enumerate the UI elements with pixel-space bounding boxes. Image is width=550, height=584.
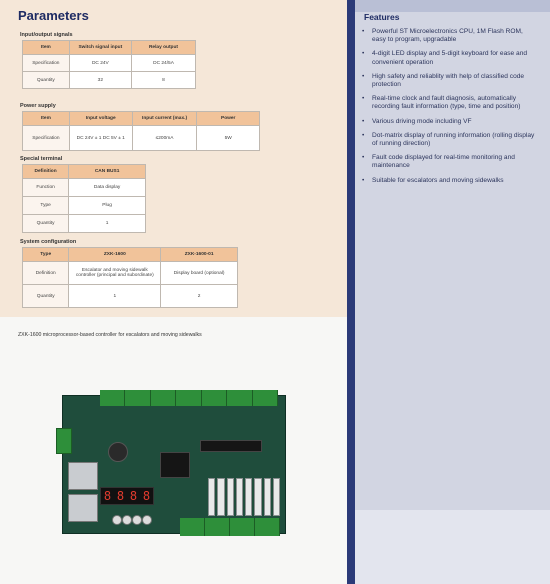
list-item: Suitable for escalators and moving sidew… <box>360 177 535 185</box>
features-title: Features <box>364 12 400 22</box>
power-header-item: Item <box>22 111 70 126</box>
rj-connector-icon <box>68 462 98 490</box>
features-top-strip <box>355 0 550 12</box>
io-table: Item Switch signal input Relay output Sp… <box>22 40 196 89</box>
io-cell: Quantity <box>22 71 70 89</box>
list-item: Powerful ST Microelectronics CPU, 1M Fla… <box>360 28 535 44</box>
page-title: Parameters <box>18 8 89 23</box>
system-header-zxk1600-01: ZXK-1600-01 <box>160 247 238 262</box>
photo-caption: ZXK-1600 microprocessor-based controller… <box>18 332 202 338</box>
table-row: Quantity 1 2 <box>21 284 238 308</box>
section-io-title: Input/output signals <box>20 32 73 38</box>
power-table: Item Input voltage Input current (max.) … <box>22 111 260 151</box>
features-bottom-block <box>355 510 550 584</box>
power-cell: 5W <box>196 125 260 151</box>
table-row: Quantity 32 8 <box>22 71 196 89</box>
section-power-title: Power supply <box>20 103 56 109</box>
terminal-cell: 1 <box>68 214 146 233</box>
list-item: Fault code displayed for real-time monit… <box>360 154 535 170</box>
list-item: Various driving mode including VF <box>360 118 535 126</box>
table-row: Specification DC 24V DC 24/5A <box>22 54 196 72</box>
features-list: Powerful ST Microelectronics CPU, 1M Fla… <box>360 28 535 191</box>
divider-bar <box>347 0 355 584</box>
led-display: 8 8 8 8 <box>100 487 154 505</box>
keypad-button-icon <box>132 515 142 525</box>
io-header-item: Item <box>22 40 70 55</box>
io-cell: 8 <box>131 71 196 89</box>
relay-icon <box>263 478 271 516</box>
top-terminal-blocks <box>100 390 278 406</box>
power-cell: DC 24V ± 1 DC 5V ± 1 <box>68 125 133 151</box>
system-header-zxk1600: ZXK-1600 <box>68 247 162 262</box>
relay-icon <box>254 478 262 516</box>
system-table: Type ZXK-1600 ZXK-1600-01 Definition Esc… <box>21 247 238 308</box>
power-cell: Specification <box>22 125 70 151</box>
terminal-cell: Quantity <box>21 214 70 233</box>
io-header-output: Relay output <box>131 40 196 55</box>
terminal-cell: Data display <box>68 178 146 197</box>
relay-icon <box>272 478 280 516</box>
terminal-cell: Function <box>21 178 70 197</box>
table-row: Definition Escalator and moving sidewalk… <box>21 261 238 285</box>
side-terminal-block <box>56 428 72 454</box>
keypad-button-icon <box>142 515 152 525</box>
section-terminal-title: Special terminal <box>20 156 63 162</box>
system-header-type: Type <box>21 247 70 262</box>
list-item: Real-time clock and fault diagnosis, aut… <box>360 95 535 111</box>
table-row: Function Data display <box>21 178 146 197</box>
system-cell: 2 <box>160 284 238 308</box>
io-cell: Specification <box>22 54 70 72</box>
terminal-cell: Type <box>21 196 70 215</box>
rj-connector-icon <box>68 494 98 522</box>
system-cell: Quantity <box>21 284 70 308</box>
io-cell: 32 <box>68 71 133 89</box>
led-digit: 8 <box>129 489 138 503</box>
io-cell: DC 24/5A <box>131 54 196 72</box>
list-item: Dot-matrix display of running informatio… <box>360 132 535 148</box>
keypad-buttons <box>112 515 152 525</box>
relay-icon <box>226 478 234 516</box>
system-cell: Definition <box>21 261 70 285</box>
table-row: Type Plug <box>21 196 146 215</box>
section-system-title: System configuration <box>20 239 77 245</box>
led-digit: 8 <box>116 489 125 503</box>
cpu-chip-icon <box>160 452 190 478</box>
keypad-button-icon <box>122 515 132 525</box>
table-row: Specification DC 24V ± 1 DC 5V ± 1 ≤200m… <box>22 125 260 151</box>
power-header-voltage: Input voltage <box>68 111 133 126</box>
relay-icon <box>217 478 225 516</box>
io-header-input: Switch signal input <box>68 40 133 55</box>
terminal-header-definition: Definition <box>21 164 70 179</box>
system-cell: Escalator and moving sidewalk controller… <box>68 261 162 285</box>
relay-icon <box>208 478 216 516</box>
terminal-table: Definition CAN BUS1 Function Data displa… <box>21 164 146 233</box>
list-item: 4-digit LED display and 5-digit keyboard… <box>360 50 535 66</box>
led-digit: 8 <box>103 489 112 503</box>
relay-icon <box>245 478 253 516</box>
capacitor-icon <box>108 442 128 462</box>
system-cell: 1 <box>68 284 162 308</box>
power-cell: ≤200mA <box>131 125 198 151</box>
terminal-header-canbus: CAN BUS1 <box>68 164 146 179</box>
relay-icon <box>235 478 243 516</box>
bottom-terminal-blocks <box>180 518 280 536</box>
keypad-button-icon <box>112 515 122 525</box>
io-cell: DC 24V <box>68 54 133 72</box>
table-row: Quantity 1 <box>21 214 146 233</box>
terminal-cell: Plug <box>68 196 146 215</box>
power-header-power: Power <box>196 111 260 126</box>
system-cell: Display board (optional) <box>160 261 238 285</box>
list-item: High safety and reliablity with help of … <box>360 73 535 89</box>
chip-icon <box>200 440 262 452</box>
relay-bank <box>208 478 280 516</box>
power-header-current: Input current (max.) <box>131 111 198 126</box>
led-digit: 8 <box>142 489 151 503</box>
